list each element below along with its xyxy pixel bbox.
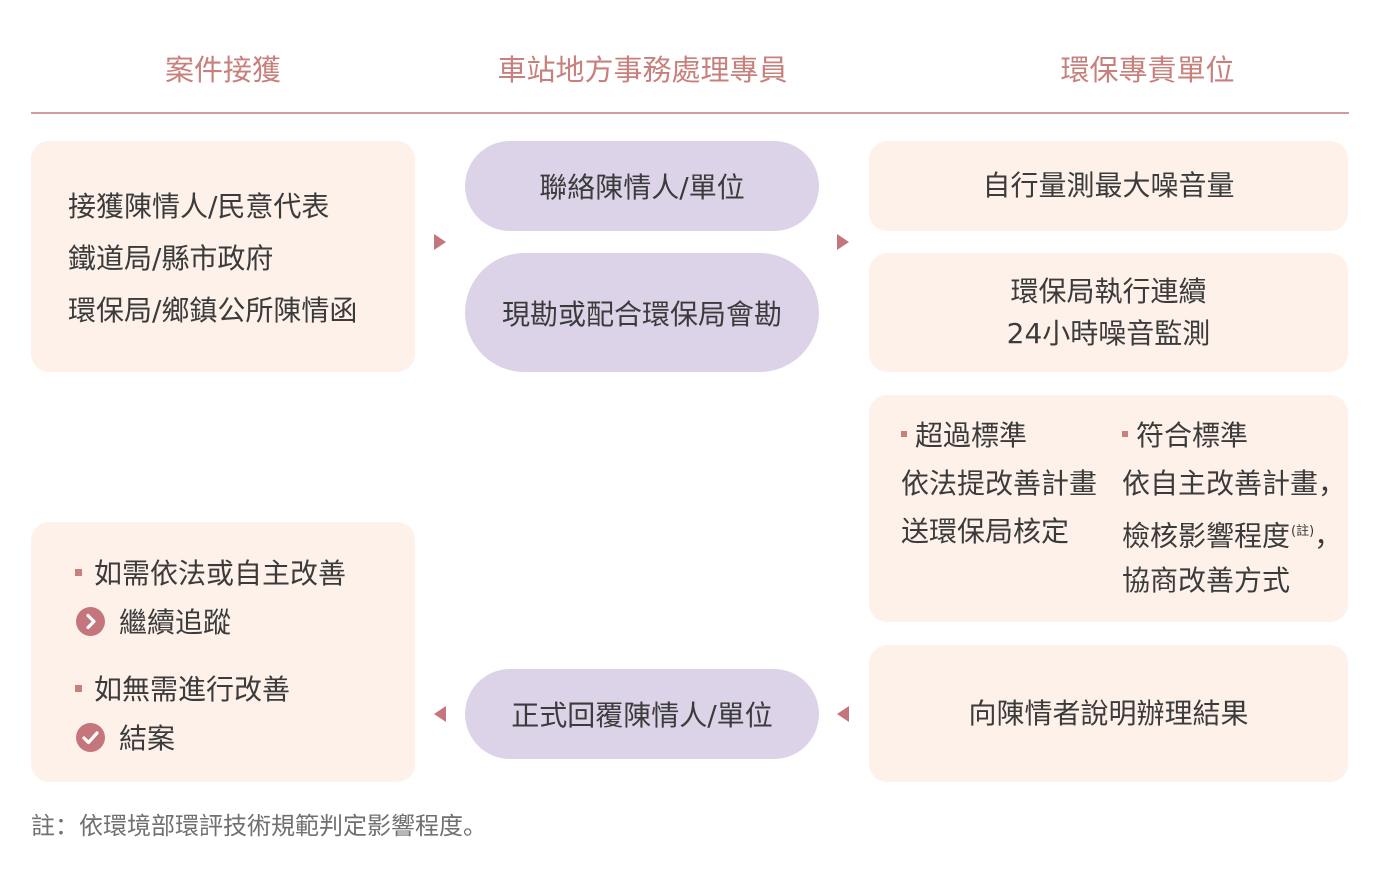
arrow-right-1 [434,234,446,250]
exceed-title: 超過標準 [901,416,1027,456]
outcome-result-1: 繼續追蹤 [76,603,231,643]
comply-line-1: 依自主改善計畫， [1122,467,1347,500]
column-header-env: 環保專責單位 [1060,53,1235,87]
intake-line-2: 鐵道局/縣市政府 [68,242,274,275]
arrow-left-1 [434,706,446,722]
bureau-monitor-line-2: 24小時噪音監測 [1006,316,1211,350]
footnote-marker: (註) [1291,524,1315,539]
contact-step: 聯絡陳情人/單位 [465,141,819,231]
arrow-left-2 [837,706,849,722]
explain-box: 向陳情者說明辦理結果 [869,645,1348,782]
intake-line-3: 環保局/鄉鎮公所陳情函 [68,294,358,327]
chevron-right-circle-icon [76,606,105,636]
intake-box: 接獲陳情人/民意代表 鐵道局/縣市政府 環保局/鄉鎮公所陳情函 [31,141,415,372]
arrow-right-2 [837,234,849,250]
standard-evaluation-box: 超過標準 依法提改善計畫 送環保局核定 符合標準 依自主改善計畫， 檢核影響程度… [869,395,1348,622]
intake-line-1: 接獲陳情人/民意代表 [68,190,330,223]
bullet-square [1122,431,1128,437]
bullet-square [75,684,82,692]
outcome-case-1: 如需依法或自主改善 [75,554,346,594]
bullet-square [75,568,82,576]
bullet-square [901,431,907,437]
check-circle-icon [76,722,105,752]
bureau-monitor-line-1: 環保局執行連續 [1010,274,1207,308]
comply-line-2: 檢核影響程度(註)， [1122,519,1343,553]
outcome-result-2: 結案 [76,719,175,759]
exceed-line-2: 送環保局核定 [901,515,1070,548]
outcome-box: 如需依法或自主改善 繼續追蹤 如無需進行改善 結案 [31,522,415,782]
self-measure-box: 自行量測最大噪音量 [869,141,1348,231]
comply-line-3: 協商改善方式 [1122,564,1291,597]
reply-step: 正式回覆陳情人/單位 [465,669,819,759]
outcome-case-2: 如無需進行改善 [75,670,290,710]
header-divider [31,112,1349,114]
bureau-monitor-box: 環保局執行連續 24小時噪音監測 [869,253,1348,372]
footnote: 註：依環境部環評技術規範判定影響程度。 [31,812,487,840]
self-measure-text: 自行量測最大噪音量 [982,169,1235,202]
column-header-intake: 案件接獲 [164,53,281,87]
explain-text: 向陳情者說明辦理結果 [968,696,1249,730]
column-header-station: 車站地方事務處理專員 [497,53,788,87]
comply-title: 符合標準 [1122,416,1248,456]
survey-step: 現勘或配合環保局會勘 [465,253,819,372]
exceed-line-1: 依法提改善計畫 [901,467,1098,500]
